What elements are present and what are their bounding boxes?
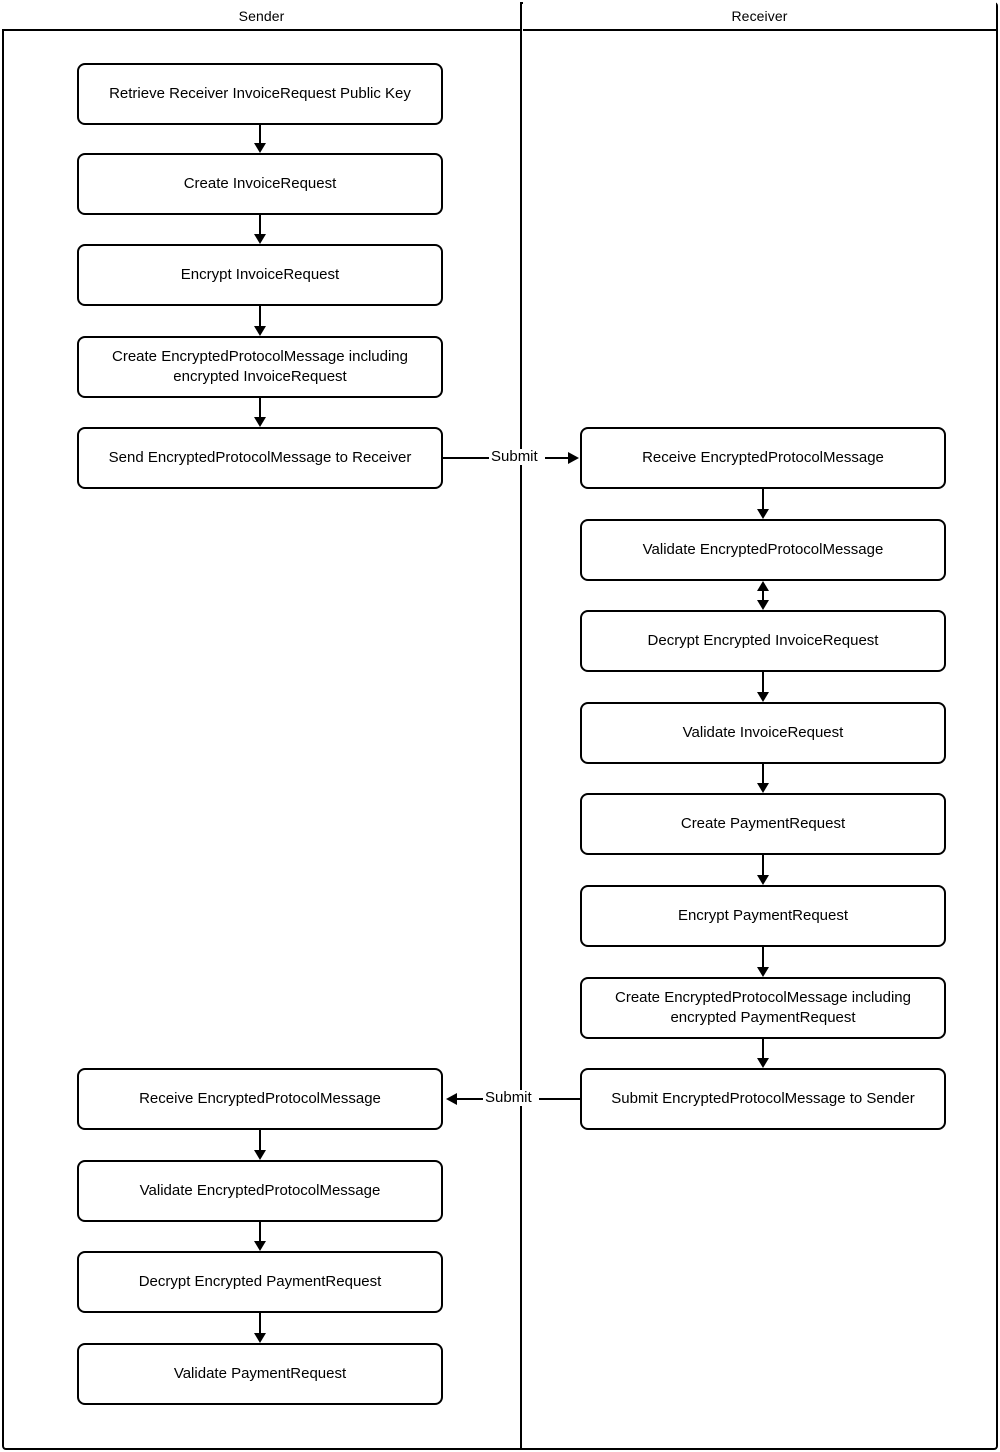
node-create-paymentrequest[interactable]: Create PaymentRequest bbox=[580, 793, 946, 855]
connector-r7-r8 bbox=[762, 1039, 764, 1062]
node-retrieve-receiver-invoicerequest-public-key[interactable]: Retrieve Receiver InvoiceRequest Public … bbox=[77, 63, 443, 125]
arrowhead-r2-r3-icon bbox=[757, 600, 769, 610]
arrowhead-r5-r6-icon bbox=[757, 875, 769, 885]
connector-r6-r7 bbox=[762, 947, 764, 971]
connector-s3-s4 bbox=[259, 306, 261, 330]
arrowhead-r1-r2-icon bbox=[757, 509, 769, 519]
arrowhead-s4-s5-icon bbox=[254, 417, 266, 427]
arrowhead-s8-s9-icon bbox=[254, 1333, 266, 1343]
arrowhead-s1-s2-icon bbox=[254, 143, 266, 153]
lane-header-receiver: Receiver bbox=[523, 2, 996, 31]
connector-r3-r4 bbox=[762, 672, 764, 696]
message-flow-submit-1-line-a bbox=[443, 457, 489, 459]
arrowhead-r3-r2-icon bbox=[757, 581, 769, 591]
arrowhead-r3-r4-icon bbox=[757, 692, 769, 702]
arrowhead-s3-s4-icon bbox=[254, 326, 266, 336]
arrowhead-s6-s7-icon bbox=[254, 1150, 266, 1160]
message-flow-submit-2-label: Submit bbox=[483, 1089, 534, 1106]
message-flow-submit-2-line-a bbox=[457, 1098, 483, 1100]
connector-s2-s3 bbox=[259, 215, 261, 238]
arrowhead-r4-r5-icon bbox=[757, 783, 769, 793]
node-validate-invoicerequest[interactable]: Validate InvoiceRequest bbox=[580, 702, 946, 764]
lane-header-sender-label: Sender bbox=[238, 7, 285, 24]
connector-s6-s7 bbox=[259, 1130, 261, 1154]
arrowhead-submit-1-icon bbox=[568, 452, 579, 464]
node-send-encryptedprotocolmessage-to-receiver[interactable]: Send EncryptedProtocolMessage to Receive… bbox=[77, 427, 443, 489]
connector-s8-s9 bbox=[259, 1313, 261, 1337]
connector-r5-r6 bbox=[762, 855, 764, 879]
node-validate-encryptedprotocolmessage-receiver[interactable]: Validate EncryptedProtocolMessage bbox=[580, 519, 946, 581]
node-receive-encryptedprotocolmessage-receiver[interactable]: Receive EncryptedProtocolMessage bbox=[580, 427, 946, 489]
node-validate-encryptedprotocolmessage-sender[interactable]: Validate EncryptedProtocolMessage bbox=[77, 1160, 443, 1222]
connector-s7-s8 bbox=[259, 1222, 261, 1245]
lane-header-receiver-label: Receiver bbox=[731, 7, 788, 24]
message-flow-submit-1-line-b bbox=[545, 457, 569, 459]
node-submit-encryptedprotocolmessage-to-sender[interactable]: Submit EncryptedProtocolMessage to Sende… bbox=[580, 1068, 946, 1130]
arrowhead-submit-2-icon bbox=[446, 1093, 457, 1105]
node-decrypt-encrypted-invoicerequest[interactable]: Decrypt Encrypted InvoiceRequest bbox=[580, 610, 946, 672]
connector-r4-r5 bbox=[762, 764, 764, 787]
connector-s1-s2 bbox=[259, 125, 261, 147]
node-create-encryptedprotocolmessage-invoicerequest[interactable]: Create EncryptedProtocolMessage includin… bbox=[77, 336, 443, 398]
message-flow-submit-2-line-b bbox=[539, 1098, 580, 1100]
lane-header-sender: Sender bbox=[2, 2, 521, 31]
arrowhead-r7-r8-icon bbox=[757, 1058, 769, 1068]
connector-s4-s5 bbox=[259, 398, 261, 421]
node-receive-encryptedprotocolmessage-sender[interactable]: Receive EncryptedProtocolMessage bbox=[77, 1068, 443, 1130]
connector-r1-r2 bbox=[762, 489, 764, 513]
arrowhead-r6-r7-icon bbox=[757, 967, 769, 977]
node-encrypt-paymentrequest[interactable]: Encrypt PaymentRequest bbox=[580, 885, 946, 947]
node-encrypt-invoicerequest[interactable]: Encrypt InvoiceRequest bbox=[77, 244, 443, 306]
lane-divider bbox=[520, 2, 522, 1448]
arrowhead-s2-s3-icon bbox=[254, 234, 266, 244]
node-create-encryptedprotocolmessage-paymentrequest[interactable]: Create EncryptedProtocolMessage includin… bbox=[580, 977, 946, 1039]
connector-r2-r3 bbox=[762, 585, 764, 605]
arrowhead-s7-s8-icon bbox=[254, 1241, 266, 1251]
node-validate-paymentrequest[interactable]: Validate PaymentRequest bbox=[77, 1343, 443, 1405]
node-decrypt-encrypted-paymentrequest[interactable]: Decrypt Encrypted PaymentRequest bbox=[77, 1251, 443, 1313]
message-flow-submit-1-label: Submit bbox=[489, 448, 540, 465]
node-create-invoicerequest[interactable]: Create InvoiceRequest bbox=[77, 153, 443, 215]
